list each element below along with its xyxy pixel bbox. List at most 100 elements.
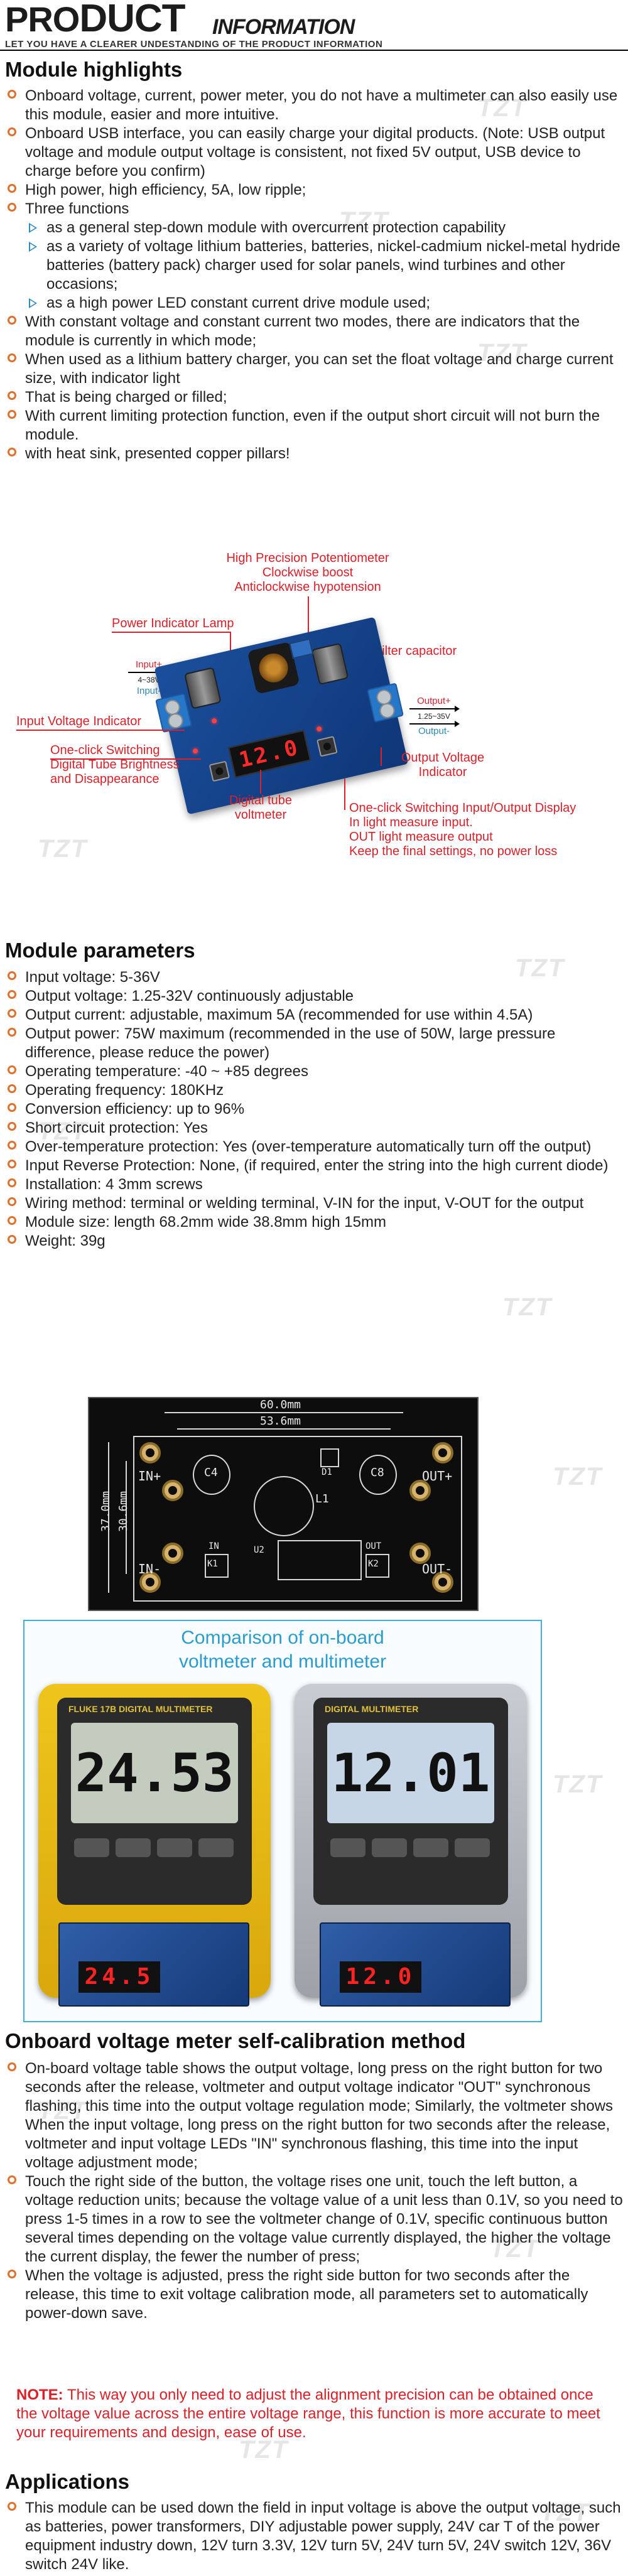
circle-bullet-icon xyxy=(8,410,16,419)
watermark: TZT xyxy=(553,1770,603,1798)
list-item: High power, high efficiency, 5A, low rip… xyxy=(8,181,623,200)
label-in-minus: IN- xyxy=(138,1561,161,1576)
list-item-text: Input Reverse Protection: None, (if requ… xyxy=(25,1157,609,1174)
list-item-text: as a high power LED constant current dri… xyxy=(46,294,431,311)
digital-tube-annotation: Digital tube voltmeter xyxy=(214,794,308,822)
list-item: With current limiting protection functio… xyxy=(8,407,623,445)
watermark: TZT xyxy=(477,339,528,367)
l1-outline xyxy=(254,1476,314,1536)
label-d1: D1 xyxy=(322,1467,332,1477)
list-item: Wiring method: terminal or welding termi… xyxy=(8,1194,623,1213)
mount-hole xyxy=(139,1442,161,1463)
circle-bullet-icon xyxy=(8,203,16,212)
circle-bullet-icon xyxy=(8,1084,16,1093)
list-item: with heat sink, presented copper pillars… xyxy=(8,445,623,463)
module-board: 12.0 xyxy=(154,617,409,815)
display-outline xyxy=(278,1540,362,1580)
circle-bullet-icon xyxy=(8,2062,16,2071)
circle-bullet-icon xyxy=(8,353,16,362)
input-range: 4~38V xyxy=(138,676,160,684)
header-title-part2: DUCT xyxy=(79,0,185,40)
power-led xyxy=(211,718,217,725)
right-button xyxy=(317,736,338,757)
label-out: OUT xyxy=(365,1541,382,1551)
sub-list-item: as a variety of voltage lithium batterie… xyxy=(8,237,623,294)
watermark: TZT xyxy=(502,1293,553,1321)
parameters-list: Input voltage: 5-36V Output voltage: 1.2… xyxy=(8,968,623,1251)
dimension-line-height2 xyxy=(126,1461,127,1574)
sub-list-item: as a general step-down module with overc… xyxy=(8,218,623,237)
applications-list: This module can be used down the field i… xyxy=(8,2499,623,2574)
list-item: When the voltage is adjusted, press the … xyxy=(8,2266,623,2323)
voltmeter-comparison-panel: Comparison of on-board voltmeter and mul… xyxy=(23,1620,542,2022)
multimeter-keys xyxy=(71,1836,238,1892)
input-minus-label: Input- xyxy=(136,686,161,696)
circle-bullet-icon xyxy=(8,2175,16,2184)
list-item-text: Output voltage: 1.25-32V continuously ad… xyxy=(25,988,354,1005)
header-divider xyxy=(0,50,628,51)
dimension-height1: 37.0mm xyxy=(99,1490,113,1533)
triangle-bullet-icon xyxy=(29,298,37,308)
comparison-title: Comparison of on-board voltmeter and mul… xyxy=(24,1626,541,1674)
list-item-text: This module can be used down the field i… xyxy=(25,2499,621,2573)
left-button xyxy=(208,760,230,782)
circle-bullet-icon xyxy=(8,1178,16,1187)
watermark: TZT xyxy=(38,835,88,863)
output-range-box: Output+ 1.25~35V Output- xyxy=(409,696,460,737)
output-plus-label: Output+ xyxy=(417,696,451,706)
circle-bullet-icon xyxy=(8,1103,16,1112)
multimeter-keys xyxy=(327,1836,494,1892)
filter-cap-annotation: Filter capacitor xyxy=(374,644,457,658)
label-in-plus: IN+ xyxy=(138,1469,161,1484)
list-item-text: Onboard USB interface, you can easily ch… xyxy=(25,125,605,180)
k2-outline xyxy=(365,1554,389,1578)
lamp-leader-line-v xyxy=(230,632,231,667)
parameters-heading: Module parameters xyxy=(5,939,195,962)
potentiometer xyxy=(289,638,314,659)
circle-bullet-icon xyxy=(8,1197,16,1206)
circle-bullet-icon xyxy=(8,2270,16,2278)
label-k2: K2 xyxy=(368,1559,379,1569)
triangle-bullet-icon xyxy=(29,223,37,233)
out-plus-pad xyxy=(409,1480,431,1501)
input-indicator-annotation: Input Voltage Indicator xyxy=(16,714,142,728)
digital-tube-line1: Digital tube xyxy=(229,794,293,807)
circle-bullet-icon xyxy=(8,90,16,99)
dimension-width1: 60.0mm xyxy=(260,1398,301,1411)
input-terminal xyxy=(155,693,193,733)
list-item: Three functions xyxy=(8,200,623,218)
label-l1: L1 xyxy=(315,1492,329,1506)
list-item: On-board voltage table shows the output … xyxy=(8,2059,623,2172)
multimeter-face: DIGITAL MULTIMETER 12.01 xyxy=(313,1698,508,1905)
list-item: With constant voltage and constant curre… xyxy=(8,313,623,350)
header-title: PRODUCT xyxy=(5,0,186,40)
arrow-right-icon xyxy=(409,706,460,712)
watermark: TZT xyxy=(339,207,389,235)
multimeter-brand: DIGITAL MULTIMETER xyxy=(325,1704,419,1714)
dimension-height2: 30.6mm xyxy=(117,1490,131,1533)
pcb-outline xyxy=(133,1436,462,1602)
pot-annotation: High Precision Potentiometer Clockwise b… xyxy=(207,551,408,595)
list-item-text: Input voltage: 5-36V xyxy=(25,969,160,986)
label-out-plus: OUT+ xyxy=(422,1469,453,1484)
list-item-text: Output current: adjustable, maximum 5A (… xyxy=(25,1006,533,1023)
circle-bullet-icon xyxy=(8,391,16,400)
multimeter-reading: 12.01 xyxy=(327,1723,494,1823)
output-indicator-line xyxy=(381,747,382,766)
calibration-note: NOTE: This way you only need to adjust t… xyxy=(16,2386,613,2442)
header-subtitle: LET YOU HAVE A CLEARER UNDESTANDING OF T… xyxy=(5,39,383,50)
module-photo-right: 12.0 xyxy=(320,1922,511,2007)
pot-clockwise: Clockwise boost xyxy=(262,566,354,579)
list-item-text: Module size: length 68.2mm wide 38.8mm h… xyxy=(25,1214,386,1231)
c8-outline xyxy=(359,1455,397,1495)
note-label: NOTE: xyxy=(16,2386,63,2403)
circle-bullet-icon xyxy=(8,1028,16,1037)
pcb-dimension-drawing: 60.0mm 53.6mm 37.0mm 30.6mm IN+ IN- OUT+… xyxy=(88,1397,479,1611)
mount-hole xyxy=(139,1571,161,1593)
list-item: Module size: length 68.2mm wide 38.8mm h… xyxy=(8,1213,623,1232)
list-item-text: Installation: 4 3mm screws xyxy=(25,1176,203,1193)
list-item: Conversion efficiency: up to 96% xyxy=(8,1100,623,1119)
list-item-text: When the voltage is adjusted, press the … xyxy=(25,2267,588,2322)
pot-anticlockwise: Anticlockwise hypotension xyxy=(234,580,381,594)
power-lamp-annotation: Power Indicator Lamp xyxy=(112,617,234,630)
